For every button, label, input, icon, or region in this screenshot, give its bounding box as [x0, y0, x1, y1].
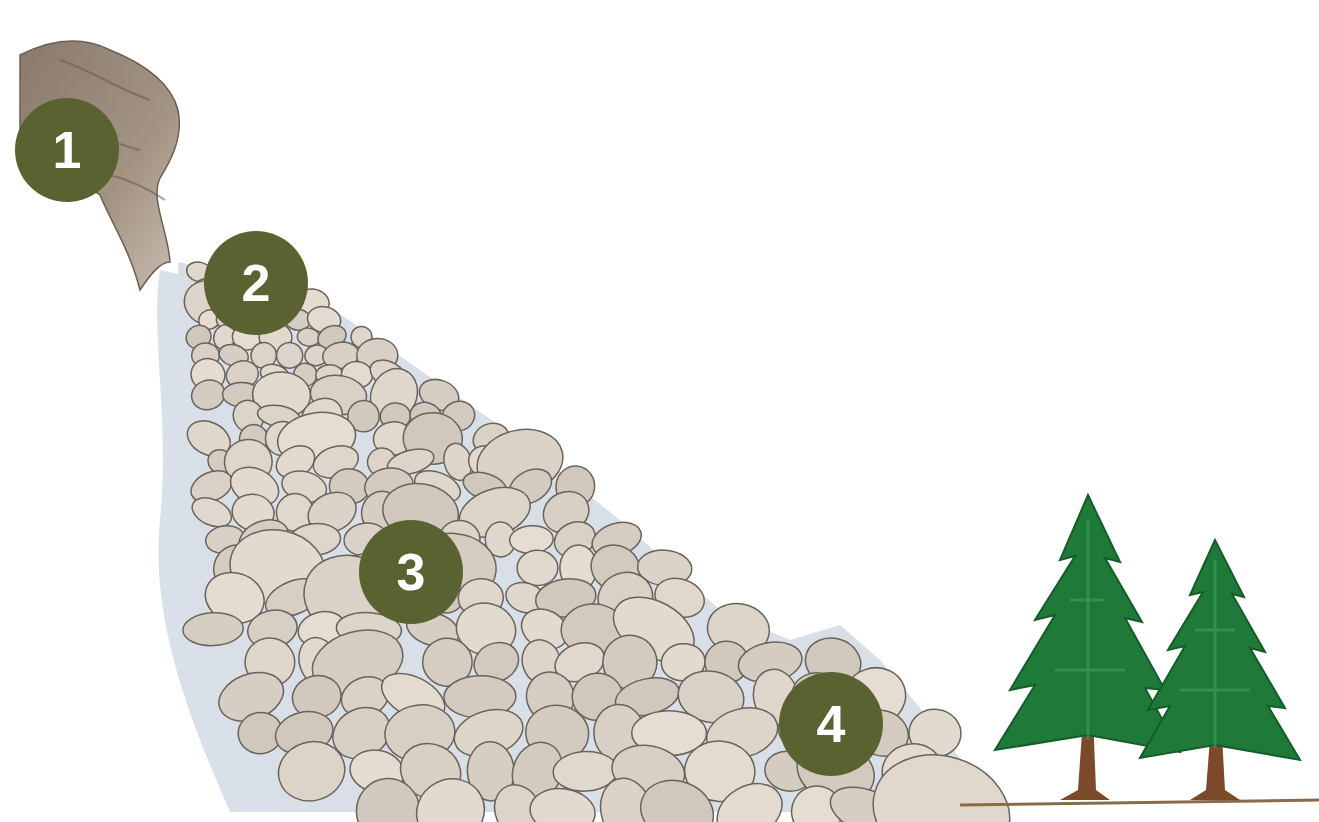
rock — [405, 767, 496, 822]
rock — [632, 770, 723, 822]
rock — [517, 550, 558, 586]
rock — [859, 738, 1024, 822]
pile-ground — [178, 262, 990, 812]
callout-number: 3 — [359, 520, 463, 624]
callout-number: 1 — [15, 98, 119, 202]
callout-number: 4 — [779, 672, 883, 776]
spruce-tree — [1140, 540, 1300, 800]
rock — [527, 785, 597, 822]
rock — [271, 734, 352, 809]
callout-number: 2 — [204, 231, 308, 335]
rock — [509, 525, 554, 555]
rock — [182, 611, 244, 646]
rock — [355, 777, 422, 822]
rock-pile — [178, 259, 1024, 822]
ground-line — [960, 800, 1319, 805]
rock — [707, 772, 792, 822]
